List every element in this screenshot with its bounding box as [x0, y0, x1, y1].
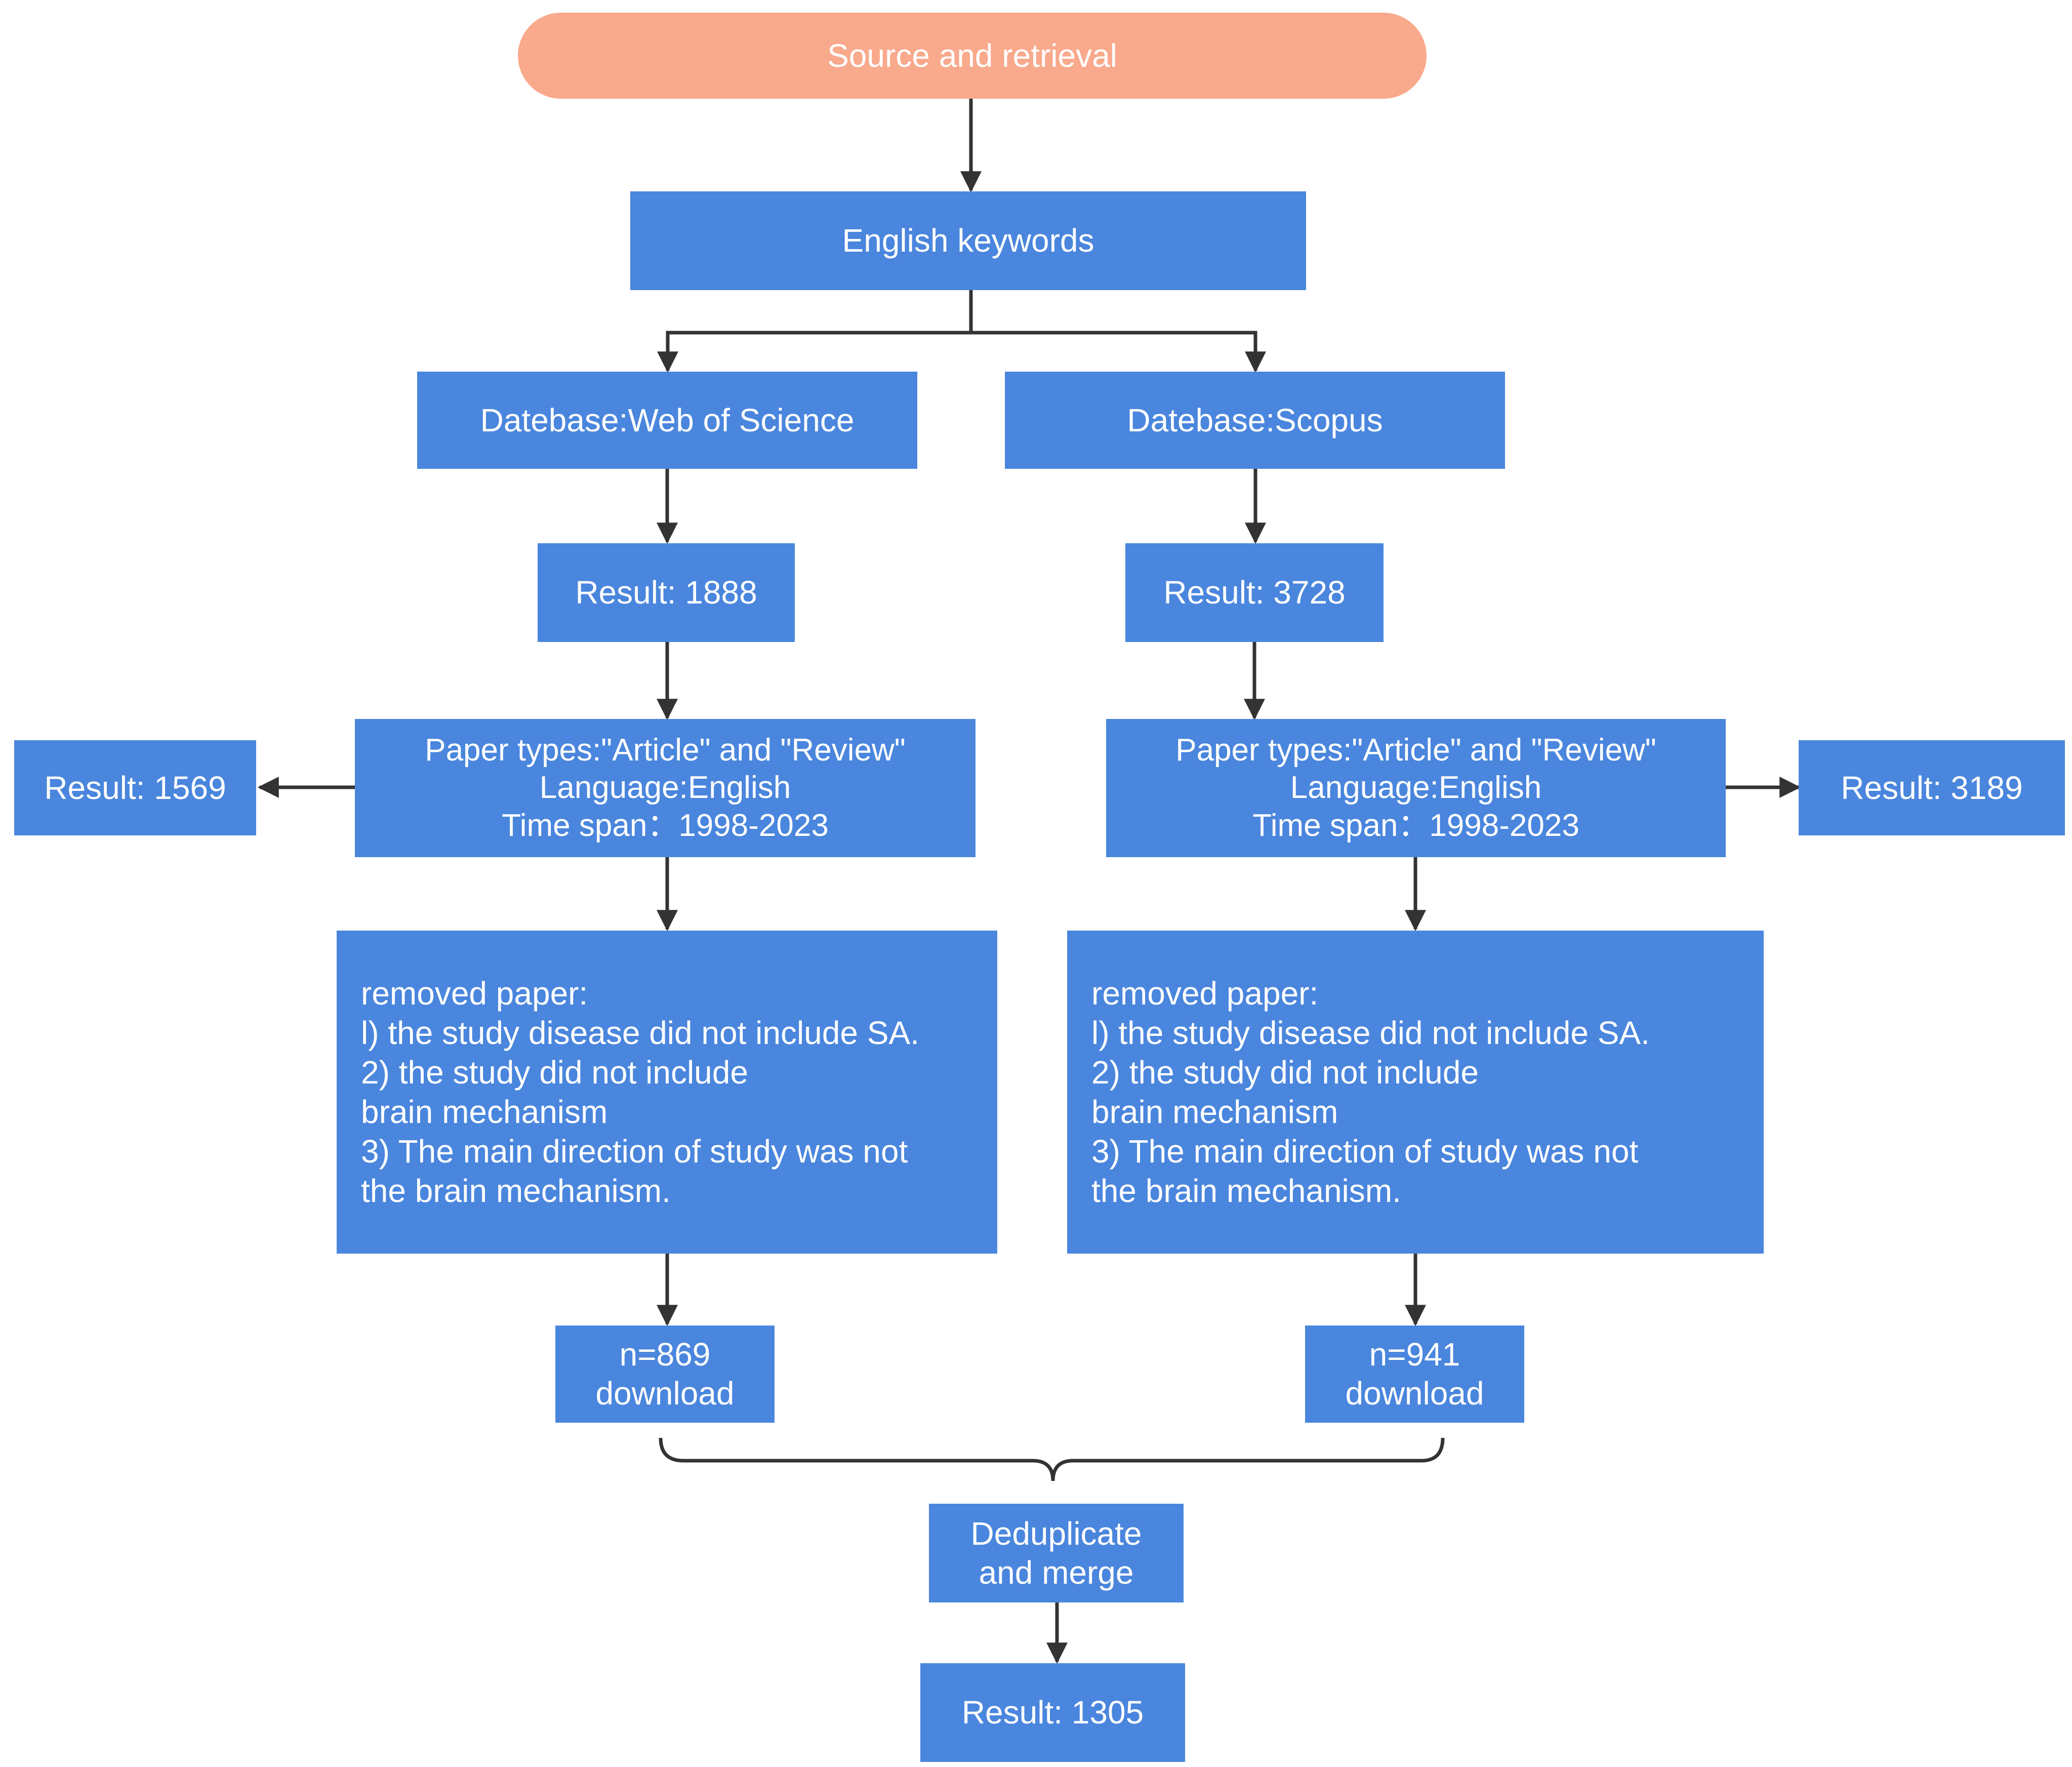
merge-brace [659, 1437, 1445, 1481]
edge-keywords-split [657, 290, 973, 373]
wos-download-count: n=869 [619, 1336, 711, 1373]
wos-download-label: download [595, 1375, 735, 1412]
scopus-removed-line: l) the study disease did not include SA. [1091, 1014, 1650, 1051]
scopus-result-node: Result: 3728 [1125, 543, 1384, 642]
scopus-download-label: download [1345, 1375, 1484, 1412]
wos-database-label: Datebase:Web of Science [480, 401, 855, 438]
wos-removed-line: 3) The main direction of study was not [361, 1133, 908, 1170]
final-result-node: Result: 1305 [920, 1663, 1185, 1762]
wos-filter-line: Language:English [539, 770, 791, 806]
wos-result-label: Result: 1888 [575, 574, 757, 611]
wos-filtered-result-node: Result: 1569 [14, 740, 256, 835]
wos-removed-line: removed paper: [361, 975, 588, 1012]
deduplicate-merge-line: and merge [979, 1554, 1134, 1591]
scopus-filter-line: Language:English [1290, 770, 1542, 806]
wos-result-node: Result: 1888 [538, 543, 795, 642]
wos-removed-line: 2) the study did not include [361, 1054, 748, 1091]
scopus-removed-line: 2) the study did not include [1091, 1054, 1479, 1091]
wos-download-node: n=869 download [555, 1326, 775, 1423]
scopus-removed-node: removed paper: l) the study disease did … [1067, 931, 1764, 1254]
scopus-filter-line: Time span：1998-2023 [1252, 808, 1579, 843]
scopus-removed-line: 3) The main direction of study was not [1091, 1133, 1639, 1170]
wos-removed-line: l) the study disease did not include SA. [361, 1014, 919, 1051]
wos-filtered-result-label: Result: 1569 [44, 769, 226, 806]
scopus-removed-line: the brain mechanism. [1091, 1173, 1401, 1210]
wos-removed-line: brain mechanism [361, 1094, 608, 1130]
scopus-filter-line: Paper types:"Article" and "Review" [1175, 732, 1656, 768]
edge-keywords-split-right [971, 331, 1266, 373]
scopus-database-node: Datebase:Scopus [1005, 372, 1505, 469]
scopus-download-count: n=941 [1369, 1336, 1460, 1373]
english-keywords-label: English keywords [842, 222, 1094, 259]
wos-filter-line: Paper types:"Article" and "Review" [425, 732, 906, 768]
scopus-filter-node: Paper types:"Article" and "Review" Langu… [1106, 719, 1726, 857]
wos-removed-line: the brain mechanism. [361, 1173, 671, 1210]
scopus-database-label: Datebase:Scopus [1127, 401, 1383, 438]
scopus-removed-line: removed paper: [1091, 975, 1319, 1012]
wos-database-node: Datebase:Web of Science [417, 372, 917, 469]
deduplicate-merge-node: Deduplicate and merge [929, 1504, 1184, 1602]
wos-filter-line: Time span：1998-2023 [502, 808, 829, 843]
deduplicate-merge-line: Deduplicate [970, 1515, 1142, 1552]
wos-filter-node: Paper types:"Article" and "Review" Langu… [355, 719, 976, 857]
scopus-result-label: Result: 3728 [1163, 574, 1346, 611]
source-retrieval-label: Source and retrieval [827, 37, 1117, 74]
scopus-removed-line: brain mechanism [1091, 1094, 1338, 1130]
source-retrieval-node: Source and retrieval [518, 13, 1427, 99]
scopus-filtered-result-node: Result: 3189 [1799, 740, 2065, 835]
wos-removed-node: removed paper: l) the study disease did … [337, 931, 997, 1254]
scopus-filtered-result-label: Result: 3189 [1841, 769, 2023, 806]
english-keywords-node: English keywords [630, 191, 1306, 290]
final-result-label: Result: 1305 [961, 1694, 1144, 1731]
scopus-download-node: n=941 download [1305, 1326, 1524, 1423]
